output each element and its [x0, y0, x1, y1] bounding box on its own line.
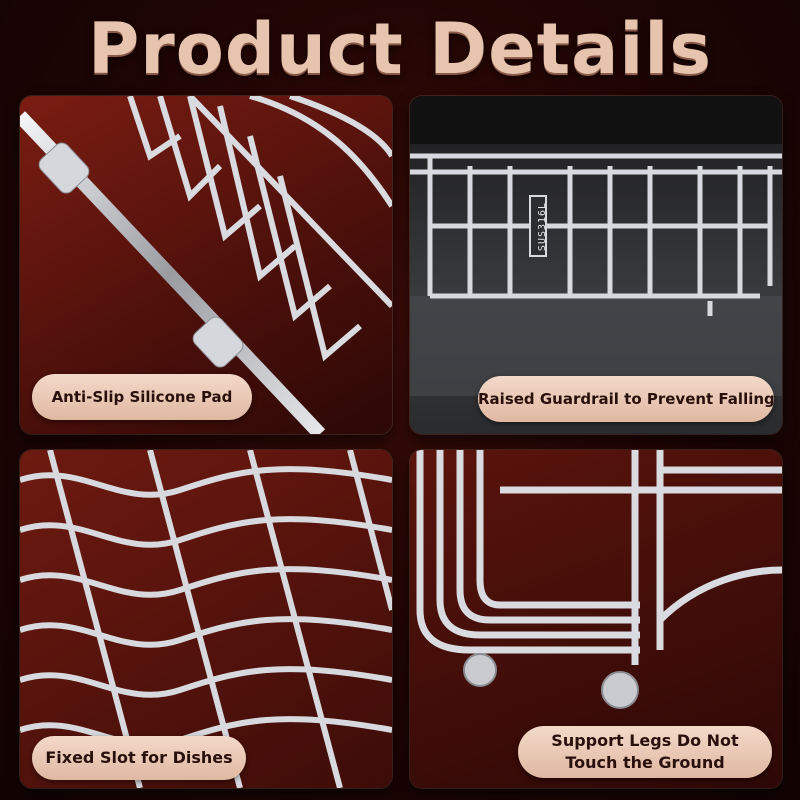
page-title: Product Details: [87, 8, 713, 90]
panel-anti-slip: Anti-Slip Silicone Pad: [20, 96, 392, 434]
label-guardrail: Raised Guardrail to Prevent Falling: [478, 376, 775, 422]
stamp-sus316l: SUS316L: [537, 201, 549, 252]
rack-rod-illustration: [20, 96, 392, 434]
panel-guardrail: SUS316L Raised Guardrail to Prevent Fall…: [410, 96, 782, 434]
label-fixed-slot: Fixed Slot for Dishes: [32, 736, 246, 780]
panel-fixed-slot: Fixed Slot for Dishes: [20, 450, 392, 788]
label-support-legs-line2: Touch the Ground: [565, 753, 725, 772]
label-support-legs: Support Legs Do Not Touch the Ground: [518, 726, 772, 778]
panel-support-legs: Support Legs Do Not Touch the Ground: [410, 450, 782, 788]
label-anti-slip: Anti-Slip Silicone Pad: [32, 374, 252, 420]
support-legs-illustration: [416, 450, 782, 709]
label-support-legs-line1: Support Legs Do Not: [551, 731, 739, 750]
